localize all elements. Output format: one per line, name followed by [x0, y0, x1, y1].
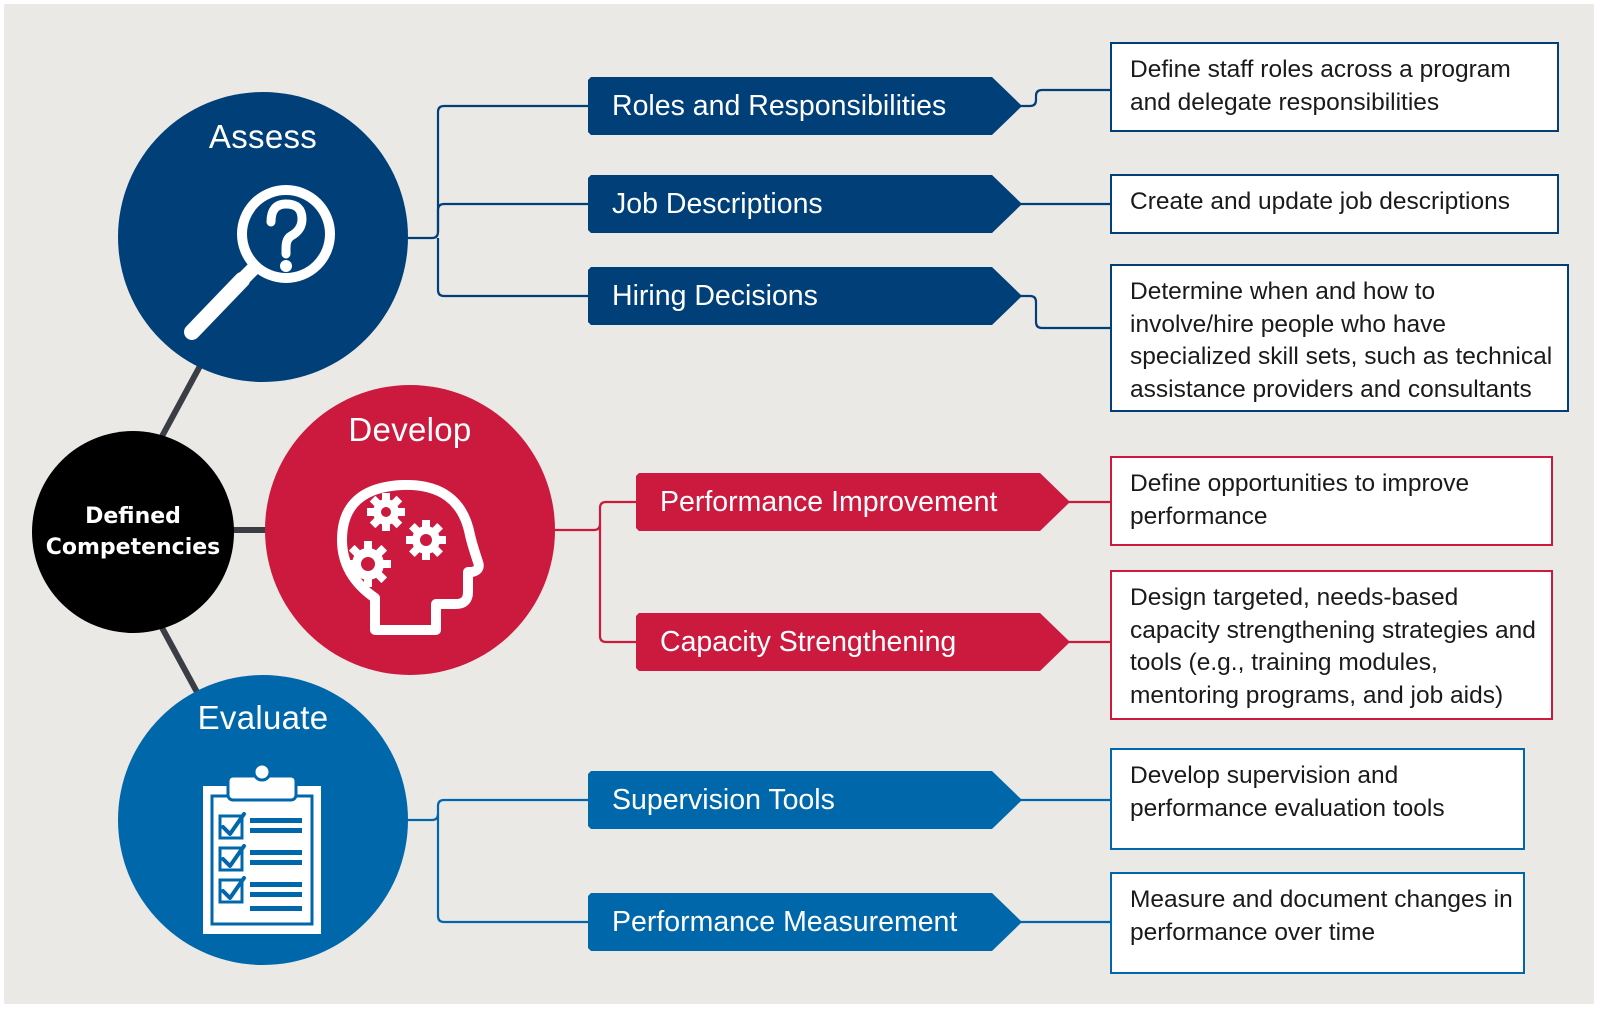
description-supervision-tools: Develop supervision and performance eval… — [1110, 748, 1525, 850]
core-label: Defined Competencies — [33, 501, 233, 563]
description-capacity-strengthening: Design targeted, needs-based capacity st… — [1110, 570, 1553, 720]
description-roles-and-responsibilities: Define staff roles across a program and … — [1110, 42, 1559, 132]
core-to-evaluate-line — [157, 622, 201, 696]
develop-title: Develop — [348, 411, 472, 448]
description-job-descriptions: Create and update job descriptions — [1110, 174, 1559, 234]
banner-label: Capacity Strengthening — [660, 625, 957, 658]
assess-title: Assess — [208, 118, 318, 155]
clipboard-checklist-icon — [203, 762, 321, 934]
description-performance-measurement: Measure and document changes in performa… — [1110, 872, 1525, 974]
banner-label: Hiring Decisions — [612, 279, 818, 312]
banner-label: Job Descriptions — [612, 187, 823, 220]
core-circle: Defined Competencies — [32, 431, 234, 633]
description-text: Determine when and how to involve/hire p… — [1130, 278, 1553, 403]
banner-capacity-strengthening: Capacity Strengthening — [636, 613, 1070, 671]
description-text: Create and update job descriptions — [1130, 188, 1511, 215]
banner-roles-and-responsibilities: Roles and Responsibilities — [588, 77, 1022, 135]
assess-branch-lines — [408, 88, 1112, 330]
banner-supervision-tools: Supervision Tools — [588, 771, 1022, 829]
head-gears-icon — [337, 480, 484, 635]
evaluate-title: Evaluate — [197, 699, 329, 736]
description-text: Measure and document changes in performa… — [1130, 886, 1513, 946]
evaluate-branch-lines — [408, 798, 1112, 924]
core-label-line-2: Competencies — [45, 535, 221, 560]
banner-label: Performance Improvement — [660, 485, 998, 518]
description-hiring-decisions: Determine when and how to involve/hire p… — [1110, 264, 1569, 412]
banner-label: Performance Measurement — [612, 905, 958, 938]
assess-circle: Assess — [118, 92, 408, 382]
banner-hiring-decisions: Hiring Decisions — [588, 267, 1022, 325]
core-label-line-1: Defined — [85, 504, 181, 529]
banner-performance-measurement: Performance Measurement — [588, 893, 1022, 951]
develop-branch-lines — [555, 500, 1112, 644]
description-performance-improvement: Define opportunities to improve performa… — [1110, 456, 1553, 546]
core-to-assess-line — [157, 364, 203, 442]
description-text: Design targeted, needs-based capacity st… — [1130, 584, 1536, 709]
description-text: Define staff roles across a program and … — [1130, 56, 1511, 116]
description-text: Define opportunities to improve performa… — [1130, 470, 1470, 530]
banner-label: Roles and Responsibilities — [612, 89, 947, 122]
banner-job-descriptions: Job Descriptions — [588, 175, 1022, 233]
develop-circle: Develop — [265, 385, 555, 675]
evaluate-circle: Evaluate — [118, 675, 408, 965]
magnifier-question-icon — [184, 185, 335, 340]
description-text: Develop supervision and performance eval… — [1130, 762, 1445, 822]
banner-label: Supervision Tools — [612, 783, 835, 816]
banner-performance-improvement: Performance Improvement — [636, 473, 1070, 531]
